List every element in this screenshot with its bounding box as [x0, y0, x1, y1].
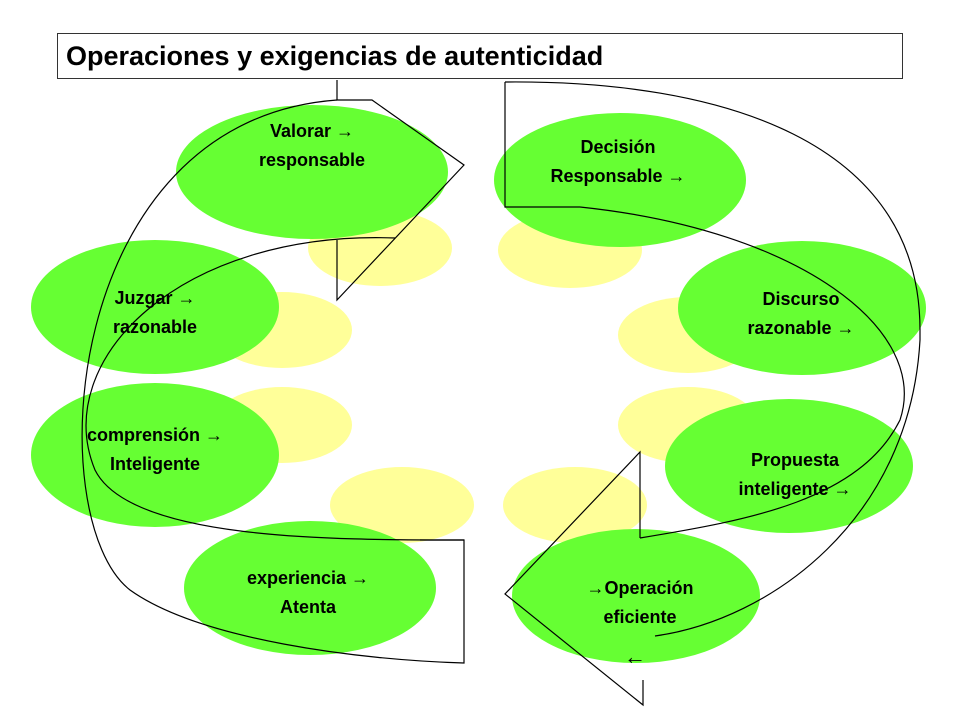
- green-ellipses: [31, 105, 926, 663]
- label-experiencia: experiencia → Atenta: [213, 564, 403, 622]
- left-loop-outer: [81, 99, 465, 664]
- connector-lines: [81, 80, 921, 707]
- label-line: comprensión →: [86, 425, 224, 445]
- label-propuesta: Propuesta inteligente →: [700, 446, 890, 504]
- label-line: Valorar →: [269, 121, 355, 141]
- node-operacion: [512, 529, 760, 663]
- node-experiencia: [184, 521, 436, 655]
- label-line: experiencia →: [246, 568, 370, 588]
- label-line: Propuesta: [750, 450, 840, 470]
- node-propuesta: [665, 399, 913, 533]
- label-line: Responsable →: [550, 166, 686, 186]
- label-line: inteligente →: [738, 479, 852, 499]
- label-decision: Decisión Responsable →: [523, 133, 713, 191]
- left-arrow-icon: ←: [624, 644, 646, 669]
- right-bracket-top: [504, 82, 580, 208]
- label-line: responsable: [258, 150, 366, 170]
- label-comprension: comprensión → Inteligente: [60, 421, 250, 479]
- title-box: Operaciones y exigencias de autenticidad: [57, 33, 903, 79]
- yellow-ellipse: [330, 467, 474, 543]
- yellow-ellipse: [503, 467, 647, 543]
- node-decision: [494, 113, 746, 247]
- label-line: eficiente: [603, 607, 677, 627]
- label-juzgar: Juzgar → razonable: [65, 284, 245, 342]
- right-zigzag-bottom: [504, 450, 644, 707]
- right-loop-outer: [504, 81, 921, 637]
- left-zigzag-top: [336, 80, 465, 302]
- label-line: Inteligente: [109, 454, 200, 474]
- node-discurso: [678, 241, 926, 375]
- label-line: Juzgar →: [114, 288, 196, 308]
- label-operacion: →Operación eficiente: [545, 574, 735, 632]
- label-line: razonable: [112, 317, 198, 337]
- label-line: Decisión: [580, 137, 656, 157]
- label-line: Discurso: [762, 289, 840, 309]
- page-title: Operaciones y exigencias de autenticidad: [66, 41, 604, 71]
- node-comprension: [31, 383, 279, 527]
- label-discurso: Discurso razonable →: [706, 285, 896, 343]
- label-line: Atenta: [279, 597, 336, 617]
- node-valorar: [176, 105, 448, 239]
- label-valorar: Valorar → responsable: [222, 117, 402, 175]
- label-line: →Operación: [586, 578, 694, 598]
- right-loop-inner: [579, 206, 905, 539]
- left-loop-inner: [85, 237, 465, 541]
- label-line: razonable →: [747, 318, 855, 338]
